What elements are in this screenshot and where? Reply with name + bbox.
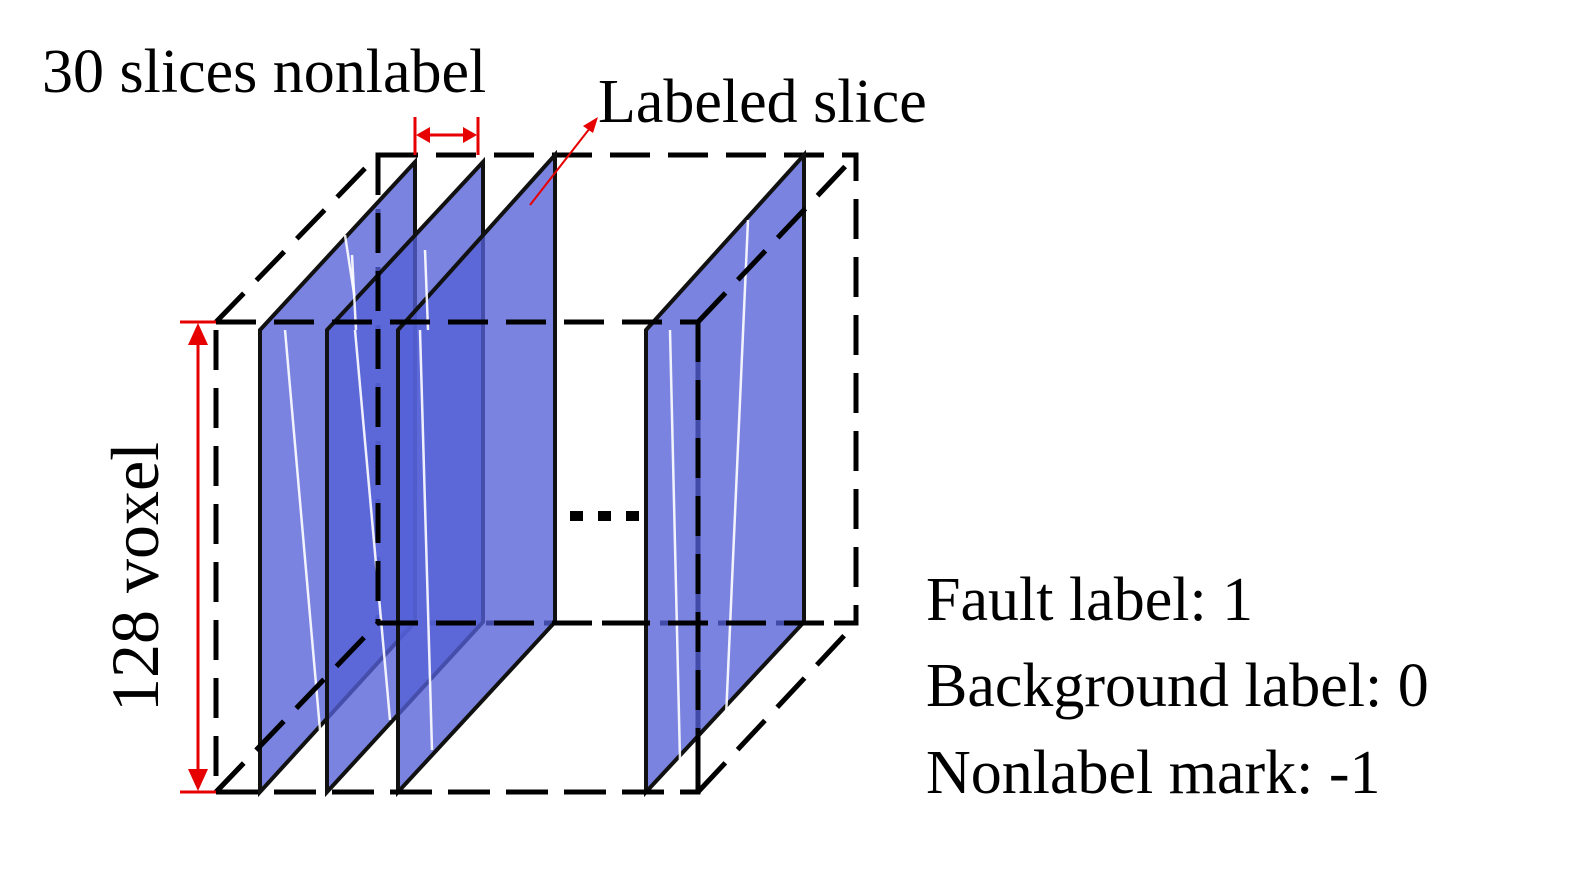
slice-last (644, 149, 806, 798)
cube-front-overlay (214, 153, 858, 794)
cube-edge-top-left (214, 153, 380, 324)
height-arrow (180, 320, 216, 794)
cube-edge-bottom-right (696, 621, 858, 794)
legend-nonlabel: Nonlabel mark: -1 (926, 739, 1381, 807)
unlabeled-span-label: 30 slices nonlabel (42, 38, 486, 106)
labeled-slice-label: Labeled slice (598, 68, 927, 136)
ellipsis-dots (570, 511, 639, 521)
size-label: 128 voxel (97, 442, 173, 712)
labeled-slice-pointer (529, 117, 598, 206)
span-arrow (413, 117, 480, 155)
legend-fault: Fault label: 1 (926, 566, 1253, 634)
legend-background: Background label: 0 (926, 652, 1429, 720)
legend: Fault label: 1 Background label: 0 Nonla… (926, 566, 1429, 807)
